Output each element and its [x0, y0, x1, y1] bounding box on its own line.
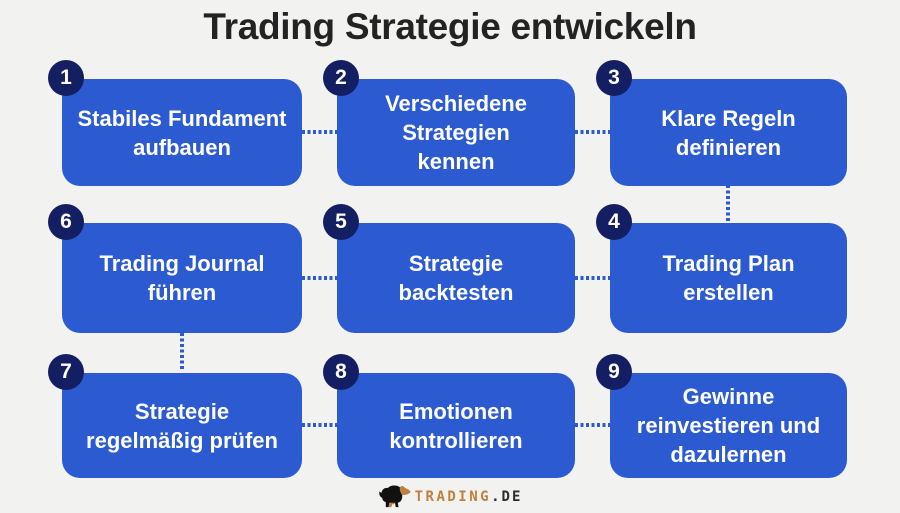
step-label: Emotionen kontrollieren	[389, 398, 523, 453]
step-label: Trading Journal führen	[99, 251, 265, 305]
step-number-badge: 7	[48, 354, 84, 390]
logo-tld-text: .DE	[491, 488, 523, 505]
step-box-2: 2 Verschiedene Strategien kennen	[323, 60, 575, 186]
step-box-1: 1 Stabiles Fundament aufbauen	[48, 60, 302, 186]
step-box-7: 7 Strategie regelmäßig prüfen	[48, 354, 302, 478]
connector-8-9	[575, 423, 610, 427]
connector-5-6	[302, 276, 337, 280]
page-title: Trading Strategie entwickeln	[203, 6, 697, 47]
step-number-badge: 3	[596, 60, 632, 96]
step-label: Klare Regeln definieren	[661, 105, 796, 160]
connector-6-7	[180, 333, 184, 371]
step-box-3: 3 Klare Regeln definieren	[596, 60, 847, 186]
step-label: Stabiles Fundament aufbauen	[77, 105, 287, 160]
step-box-4: 4 Trading Plan erstellen	[596, 204, 847, 333]
step-number-badge: 2	[323, 60, 359, 96]
step-number-badge: 1	[48, 60, 84, 96]
step-number-badge: 9	[596, 354, 632, 390]
connector-2-3	[575, 130, 610, 134]
logo-brand-text: TRADING	[414, 488, 492, 505]
step-number-badge: 8	[323, 354, 359, 390]
step-box-6: 6 Trading Journal führen	[48, 204, 302, 333]
step-number-badge: 6	[48, 204, 84, 240]
step-number-badge: 5	[323, 204, 359, 240]
step-label: Strategie regelmäßig prüfen	[86, 398, 278, 453]
connector-1-2	[302, 130, 337, 134]
step-label: Gewinne reinvestieren und dazulernen	[636, 384, 821, 467]
step-number-badge: 4	[596, 204, 632, 240]
step-label: Verschiedene Strategien kennen	[385, 91, 527, 174]
trading-de-logo: TRADING.DE	[0, 484, 900, 509]
step-box-8: 8 Emotionen kontrollieren	[323, 354, 575, 478]
step-box-5: 5 Strategie backtesten	[323, 204, 575, 333]
step-label: Trading Plan erstellen	[662, 251, 795, 305]
step-box-9: 9 Gewinne reinvestieren und dazulernen	[596, 354, 847, 478]
connector-3-4	[726, 185, 730, 223]
connector-4-5	[575, 276, 610, 280]
bull-icon	[378, 485, 411, 508]
step-label: Strategie backtesten	[398, 251, 514, 305]
connector-7-8	[302, 423, 337, 427]
